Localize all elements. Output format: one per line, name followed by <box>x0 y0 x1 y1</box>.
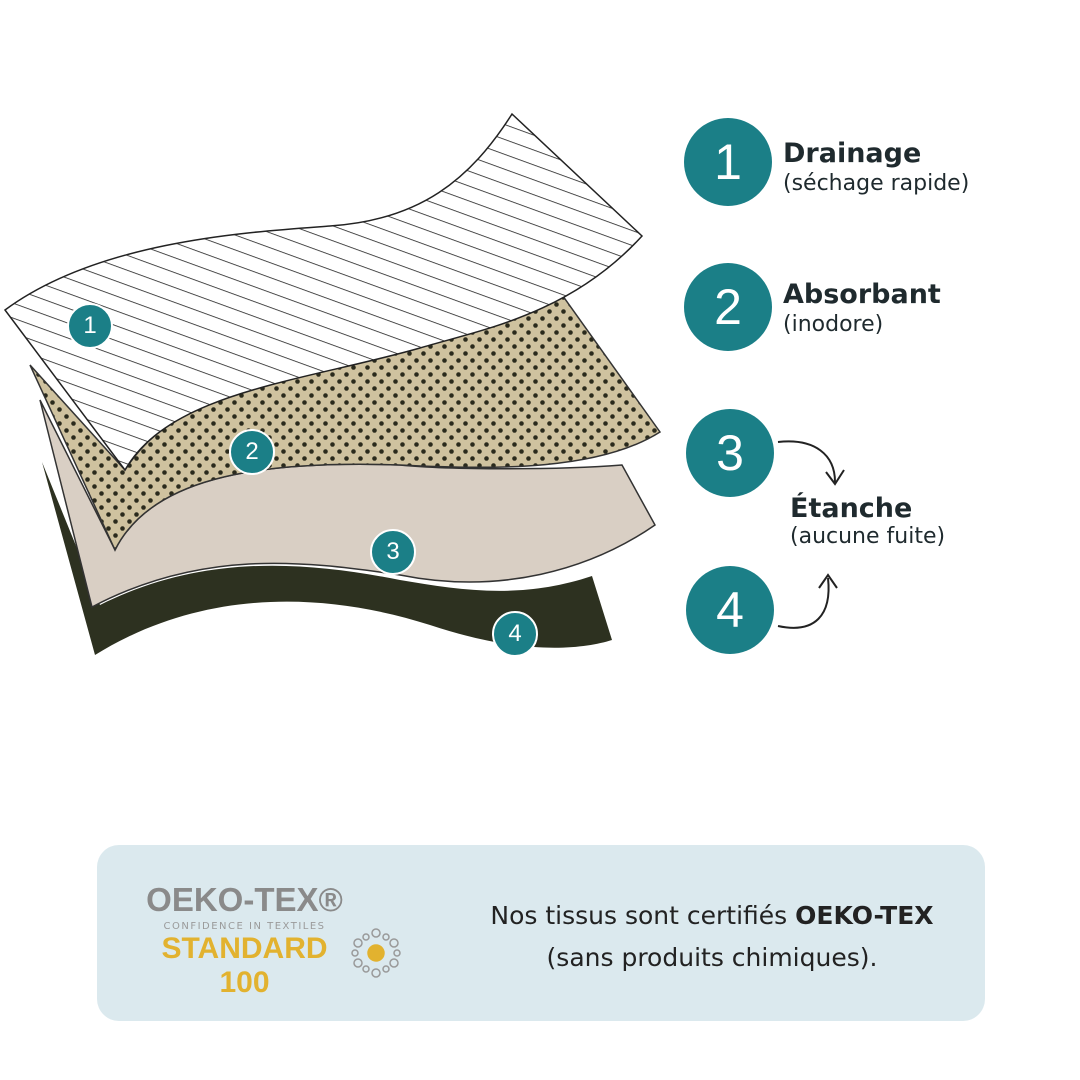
arrow-4-to-etanche-icon <box>777 577 830 629</box>
logo-standard: STANDARD 100 <box>161 932 328 999</box>
legend-title: Étanche <box>790 493 913 524</box>
certification-panel: OEKO-TEX® CONFIDENCE IN TEXTILES STANDAR… <box>97 845 985 1021</box>
layer-4-waterproof-film <box>42 462 612 655</box>
legend-badge-4: 4 <box>686 566 774 654</box>
layer-3-marker: 3 <box>370 529 416 575</box>
legend-subtitle: (aucune fuite) <box>790 524 946 549</box>
legend-title: Absorbant <box>783 279 941 310</box>
certification-text: Nos tissus sont certifiés OEKO-TEX (sans… <box>452 895 972 979</box>
logo-tagline: CONFIDENCE IN TEXTILES <box>163 921 326 932</box>
legend-drainage: Drainage (séchage rapide) <box>783 138 969 198</box>
layer-1-hatching <box>5 114 642 470</box>
cert-text-suffix: (sans produits chimiques). <box>546 943 878 972</box>
layer-2-marker: 2 <box>229 429 275 475</box>
legend-subtitle: (inodore) <box>783 312 884 337</box>
legend-badge-1: 1 <box>684 118 772 206</box>
cert-text-bold: OEKO-TEX <box>795 901 934 930</box>
cert-text-prefix: Nos tissus sont certifiés <box>490 901 788 930</box>
legend-badge-2: 2 <box>684 263 772 351</box>
oeko-tex-emblem-icon <box>351 928 401 978</box>
legend-etanche: Étanche (aucune fuite) <box>790 493 945 549</box>
legend-badge-3: 3 <box>686 409 774 497</box>
legend-absorbant: Absorbant (inodore) <box>783 279 941 339</box>
legend-subtitle: (séchage rapide) <box>783 171 970 196</box>
arrow-3-to-etanche-icon <box>777 440 836 483</box>
layer-1-marker: 1 <box>67 303 113 349</box>
oeko-tex-logo: OEKO-TEX® CONFIDENCE IN TEXTILES STANDAR… <box>137 881 401 1000</box>
layer-4-marker: 4 <box>492 611 538 657</box>
logo-brand: OEKO-TEX® <box>146 881 343 918</box>
legend-title: Drainage <box>783 138 922 169</box>
